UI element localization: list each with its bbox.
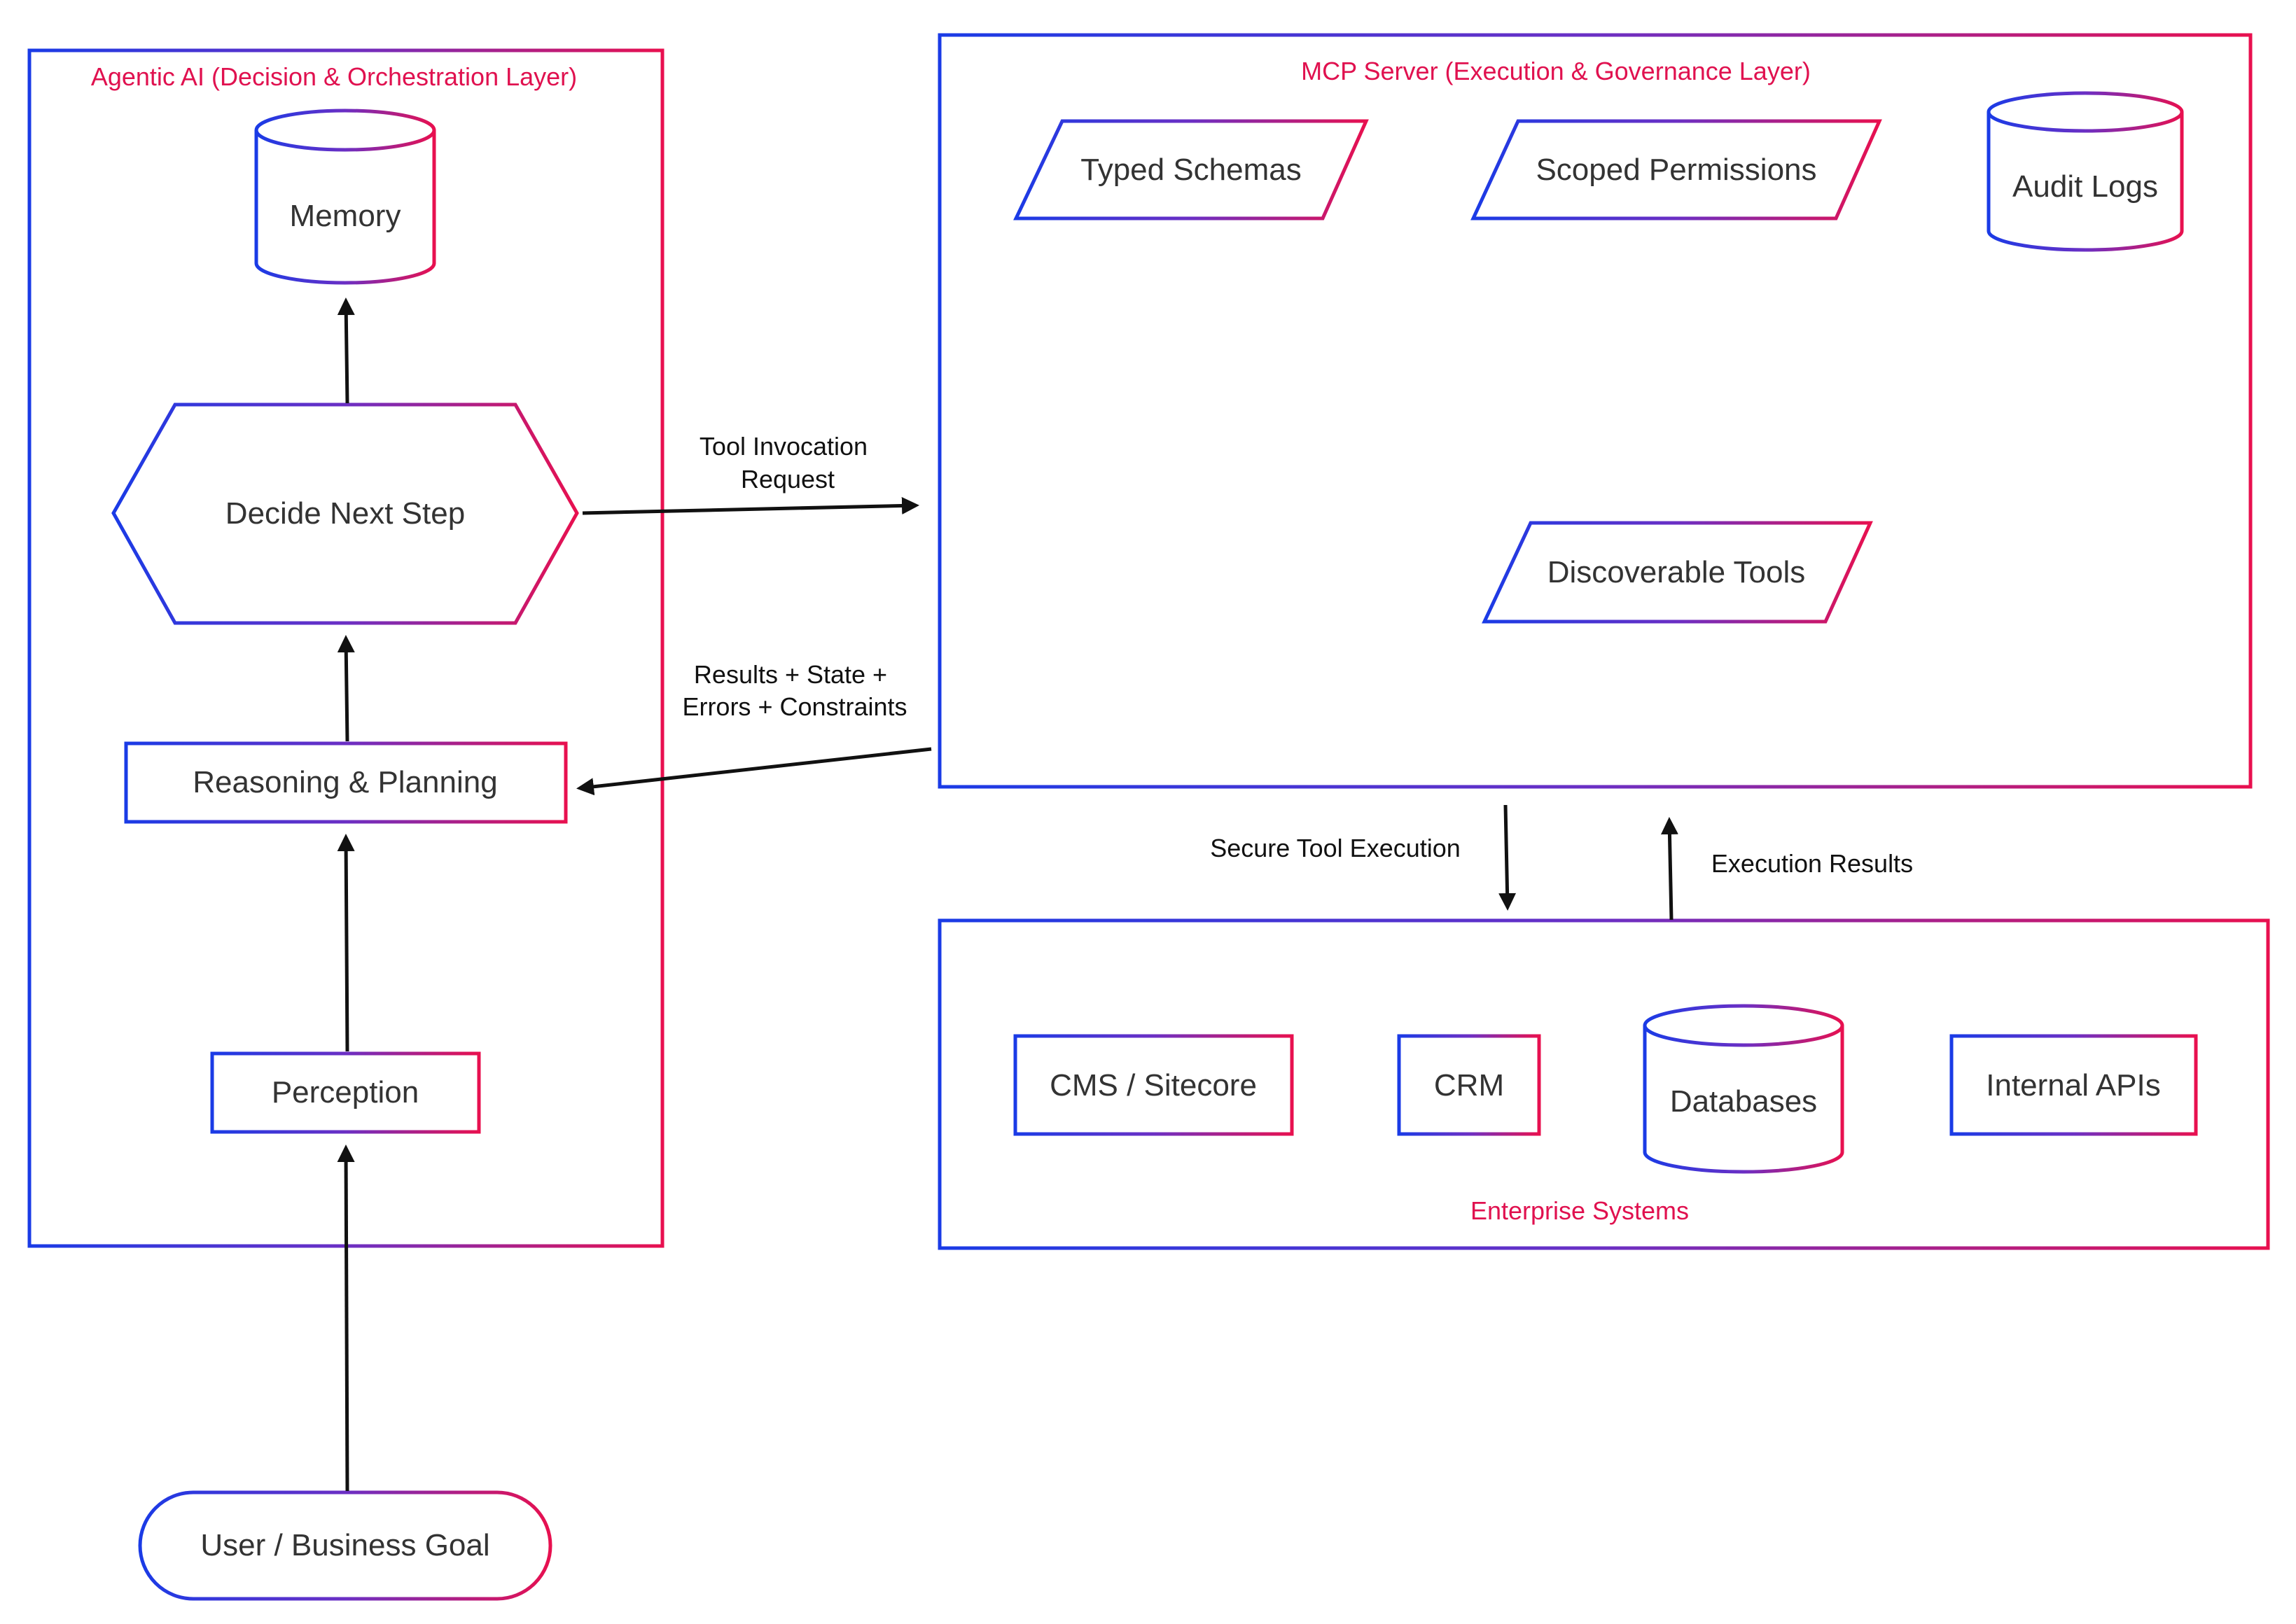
user-business-goal-label: User / Business Goal (200, 1528, 489, 1562)
databases-label: Databases (1670, 1084, 1817, 1119)
typed-schemas-node[interactable]: Typed Schemas (1013, 119, 1369, 220)
decide-next-step-label: Decide Next Step (225, 496, 465, 531)
discoverable-tools-label: Discoverable Tools (1547, 555, 1805, 589)
tool-invocation-label-line2: Request (741, 465, 835, 493)
group-mcp-server: MCP Server (Execution & Governance Layer… (938, 33, 2253, 789)
agentic-group-title: Agentic AI (Decision & Orchestration Lay… (91, 62, 577, 91)
decide-next-step-node[interactable]: Decide Next Step (111, 402, 579, 625)
results-label-line1: Results + State + (694, 660, 887, 689)
group-enterprise-systems: Enterprise Systems (938, 918, 2270, 1250)
scoped-permissions-label: Scoped Permissions (1536, 153, 1816, 187)
memory-node[interactable]: Memory (254, 108, 436, 285)
edge-execution-results: Execution Results (1660, 817, 1913, 920)
audit-logs-label: Audit Logs (2012, 169, 2158, 204)
edge-tool-invocation-request: Tool Invocation Request (582, 432, 919, 515)
edge-decide-to-memory (337, 298, 355, 404)
cms-sitecore-node[interactable]: CMS / Sitecore (1013, 1034, 1294, 1136)
edge-results-state-errors: Results + State + Errors + Constraints (576, 660, 932, 796)
edge-reasoning-to-decide (337, 635, 355, 742)
scoped-permissions-node[interactable]: Scoped Permissions (1470, 119, 1882, 220)
edge-secure-tool-execution: Secure Tool Execution (1210, 804, 1517, 911)
memory-label: Memory (290, 199, 401, 233)
internal-apis-label: Internal APIs (1986, 1068, 2160, 1102)
discoverable-tools-node[interactable]: Discoverable Tools (1482, 521, 1873, 624)
execution-results-label: Execution Results (1711, 849, 1913, 878)
perception-node[interactable]: Perception (210, 1051, 481, 1134)
reasoning-planning-label: Reasoning & Planning (193, 765, 497, 799)
user-business-goal-node[interactable]: User / Business Goal (138, 1490, 552, 1601)
reasoning-planning-node[interactable]: Reasoning & Planning (124, 741, 568, 824)
tool-invocation-label-line1: Tool Invocation (700, 432, 868, 461)
audit-logs-node[interactable]: Audit Logs (1987, 91, 2184, 252)
databases-node[interactable]: Databases (1643, 1004, 1844, 1174)
mcp-group-title: MCP Server (Execution & Governance Layer… (1301, 57, 1811, 85)
cms-sitecore-label: CMS / Sitecore (1050, 1068, 1257, 1102)
typed-schemas-label: Typed Schemas (1080, 153, 1302, 187)
perception-label: Perception (272, 1075, 419, 1110)
crm-label: CRM (1434, 1068, 1504, 1102)
results-label-line2: Errors + Constraints (682, 692, 907, 721)
edge-user-to-perception (337, 1144, 355, 1492)
secure-tool-execution-label: Secure Tool Execution (1210, 834, 1461, 862)
crm-node[interactable]: CRM (1397, 1034, 1541, 1136)
edge-perception-to-reasoning (337, 834, 355, 1052)
enterprise-group-title: Enterprise Systems (1470, 1196, 1689, 1225)
internal-apis-node[interactable]: Internal APIs (1949, 1034, 2198, 1136)
